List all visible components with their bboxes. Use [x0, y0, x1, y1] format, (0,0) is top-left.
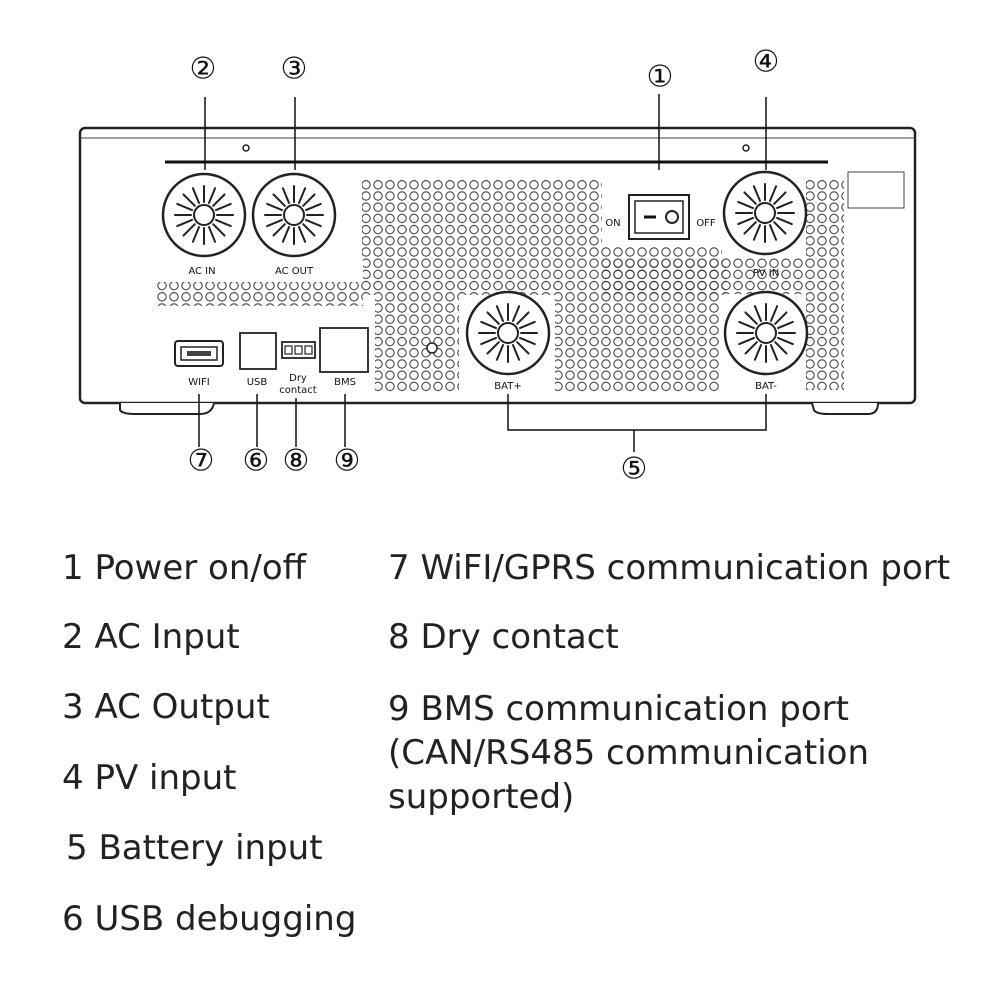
legend-item-bms-port: 9 BMS communication port: [388, 689, 849, 729]
legend-item-power: 1 Power on/off: [62, 548, 307, 588]
callout-8: ⑧: [283, 444, 310, 479]
legend-item-ac-input: 2 AC Input: [62, 617, 240, 657]
legend-item-dry-contact: 8 Dry contact: [388, 617, 619, 657]
inverter-rear-panel-diagram: AC IN AC OUT PV IN BAT+ BAT- ON OFF WIFI…: [78, 45, 917, 487]
ac-in-label: AC IN: [188, 266, 215, 277]
legend-item-ac-output: 3 AC Output: [62, 687, 270, 727]
dry-contact-label-line1: Dry: [289, 373, 307, 384]
legend-item-wifi-port: 7 WiFI/GPRS communication port: [388, 548, 951, 588]
legend-right-column: 7 WiFI/GPRS communication port 8 Dry con…: [388, 0, 988, 1000]
ac-out-terminal: [251, 172, 337, 258]
callout-7: ⑦: [188, 444, 215, 479]
bms-port: [319, 327, 369, 373]
ac-out-label: AC OUT: [275, 266, 314, 277]
power-switch: [628, 194, 690, 240]
usb-port: [239, 332, 277, 370]
legend-left-column: 1 Power on/off 2 AC Input 3 AC Output 4 …: [62, 0, 382, 1000]
ventilation-grille: [155, 171, 905, 392]
callout-4: ④: [753, 45, 780, 80]
callout-3: ③: [281, 52, 308, 87]
wifi-port: [174, 340, 224, 367]
bat-minus-terminal: [723, 290, 809, 376]
leader-lines: [198, 94, 767, 452]
bat-plus-terminal: [465, 290, 551, 376]
legend-item-bms-protocols: (CAN/RS485 communication: [388, 733, 869, 773]
dry-contact-label-line2: contact: [279, 385, 317, 396]
wifi-label: WIFI: [188, 377, 210, 388]
callout-2: ②: [190, 52, 217, 87]
legend-item-battery-input: 5 Battery input: [66, 828, 323, 868]
dry-contact-port: [281, 341, 316, 359]
switch-off-label: OFF: [696, 218, 716, 229]
pv-in-terminal: [722, 170, 808, 256]
ac-in-terminal: [161, 172, 247, 258]
legend-item-pv-input: 4 PV input: [62, 758, 237, 798]
bms-label: BMS: [334, 377, 356, 388]
switch-on-label: ON: [605, 218, 620, 229]
usb-label: USB: [247, 377, 268, 388]
bat-minus-label: BAT-: [755, 381, 777, 392]
callout-5: ⑤: [621, 452, 648, 487]
callout-1: ①: [647, 60, 674, 95]
pv-in-label: PV IN: [753, 268, 779, 279]
bat-plus-label: BAT+: [494, 381, 521, 392]
callout-9: ⑨: [334, 444, 361, 479]
legend-item-bms-supported: supported): [388, 777, 575, 817]
callout-6: ⑥: [243, 444, 270, 479]
legend-item-usb-debugging: 6 USB debugging: [62, 899, 357, 939]
